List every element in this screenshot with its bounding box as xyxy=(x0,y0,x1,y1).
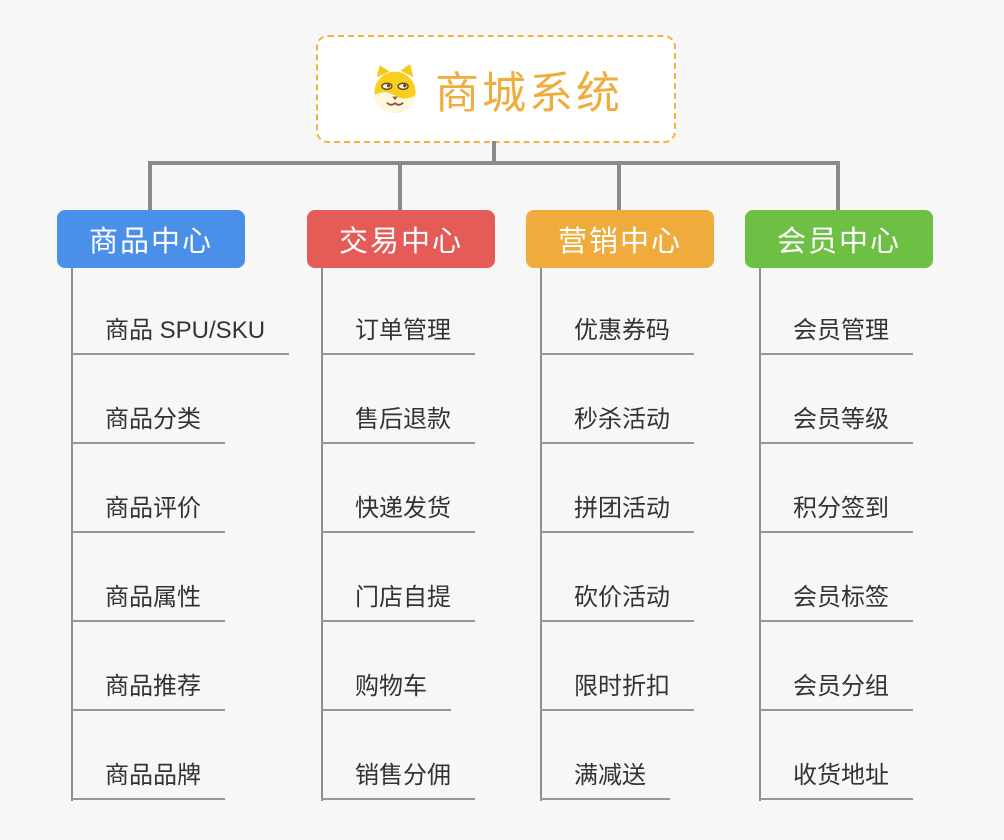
root-node[interactable]: 商城系统 xyxy=(316,35,676,143)
child-topic[interactable]: 商品推荐 xyxy=(71,675,225,711)
connector-horizontal-bar xyxy=(148,161,840,165)
branch-node-product-center[interactable]: 商品中心 xyxy=(57,210,245,268)
branch-node-trade-center[interactable]: 交易中心 xyxy=(307,210,495,268)
child-topic[interactable]: 积分签到 xyxy=(759,497,913,533)
child-topic[interactable]: 拼团活动 xyxy=(540,497,694,533)
child-topic[interactable]: 秒杀活动 xyxy=(540,408,694,444)
child-topic[interactable]: 会员管理 xyxy=(759,319,913,355)
connector-trunk xyxy=(71,268,73,801)
branch-node-marketing-center[interactable]: 营销中心 xyxy=(526,210,714,268)
connector-trunk xyxy=(321,268,323,801)
child-topic[interactable]: 商品评价 xyxy=(71,497,225,533)
connector-trunk xyxy=(540,268,542,801)
child-topic[interactable]: 商品 SPU/SKU xyxy=(71,319,290,355)
child-topic[interactable]: 限时折扣 xyxy=(540,675,694,711)
connector-trunk xyxy=(759,268,761,801)
connector-stub xyxy=(398,163,402,210)
child-topic[interactable]: 销售分佣 xyxy=(321,764,475,800)
child-topic[interactable]: 订单管理 xyxy=(321,319,475,355)
root-title: 商城系统 xyxy=(435,69,623,118)
dog-face-icon xyxy=(374,64,416,113)
child-topic[interactable]: 门店自提 xyxy=(321,586,475,622)
child-topic[interactable]: 售后退款 xyxy=(321,408,475,444)
child-topic[interactable]: 快递发货 xyxy=(321,497,475,533)
child-topic[interactable]: 满减送 xyxy=(540,764,670,800)
connector-root-stem xyxy=(492,141,496,163)
child-topic[interactable]: 购物车 xyxy=(321,675,451,711)
branch-node-member-center[interactable]: 会员中心 xyxy=(745,210,933,268)
child-topic[interactable]: 商品品牌 xyxy=(71,764,225,800)
child-topic[interactable]: 会员等级 xyxy=(759,408,913,444)
child-topic[interactable]: 商品属性 xyxy=(71,586,225,622)
child-topic[interactable]: 会员分组 xyxy=(759,675,913,711)
child-topic[interactable]: 收货地址 xyxy=(759,764,913,800)
connector-stub xyxy=(617,163,621,210)
child-topic[interactable]: 商品分类 xyxy=(71,408,225,444)
child-topic[interactable]: 会员标签 xyxy=(759,586,913,622)
child-topic[interactable]: 优惠券码 xyxy=(540,319,694,355)
child-topic[interactable]: 砍价活动 xyxy=(540,586,694,622)
connector-stub xyxy=(836,163,840,210)
connector-stub xyxy=(148,163,152,210)
